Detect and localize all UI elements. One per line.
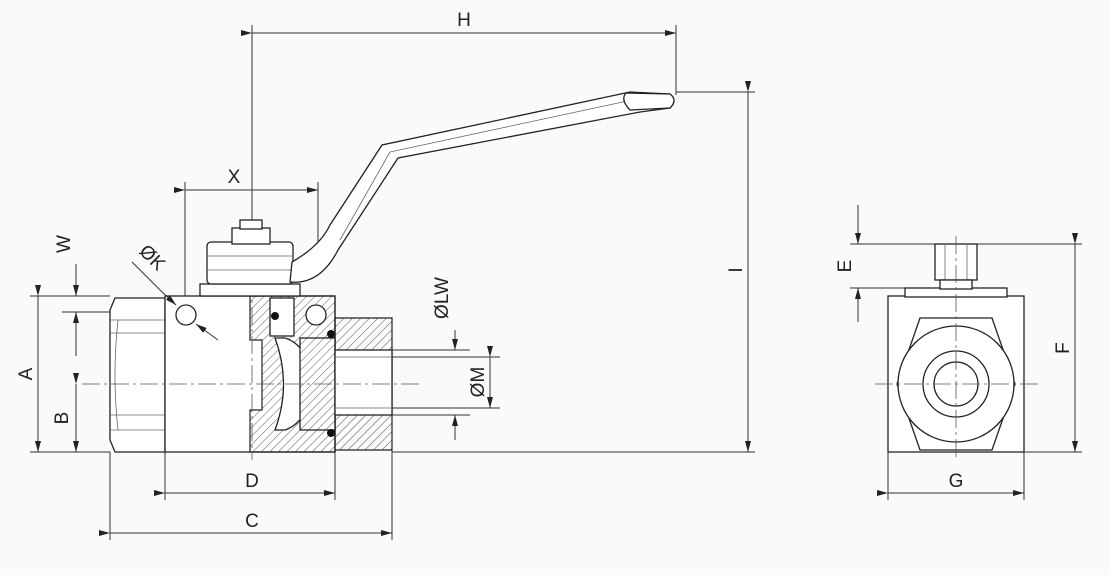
handle-lever <box>289 91 675 283</box>
o-ring <box>327 429 335 437</box>
valve-body <box>164 295 336 453</box>
dim-X: X <box>228 167 241 188</box>
dim-D: D <box>245 471 259 492</box>
dimensions: H X W ØK A B ØLW ØM <box>16 10 1082 540</box>
dim-B: B <box>52 412 73 425</box>
left-port-fitting <box>109 297 166 453</box>
o-ring <box>271 312 279 320</box>
side-view <box>82 91 675 460</box>
stem-nut <box>199 219 301 297</box>
dim-G: G <box>949 471 964 492</box>
dim-A: A <box>16 367 37 380</box>
dim-C: C <box>245 511 259 532</box>
dim-LW: ØLW <box>432 277 453 319</box>
dim-M: ØM <box>468 367 489 398</box>
dim-E: E <box>835 260 856 273</box>
mounting-hole-right <box>305 304 327 326</box>
mounting-hole-left <box>175 304 197 326</box>
o-ring <box>327 330 335 338</box>
front-view <box>875 236 1040 460</box>
dim-I: I <box>726 267 747 272</box>
dim-F: F <box>1053 342 1074 354</box>
dim-H: H <box>457 10 471 31</box>
dim-W: W <box>54 235 75 253</box>
